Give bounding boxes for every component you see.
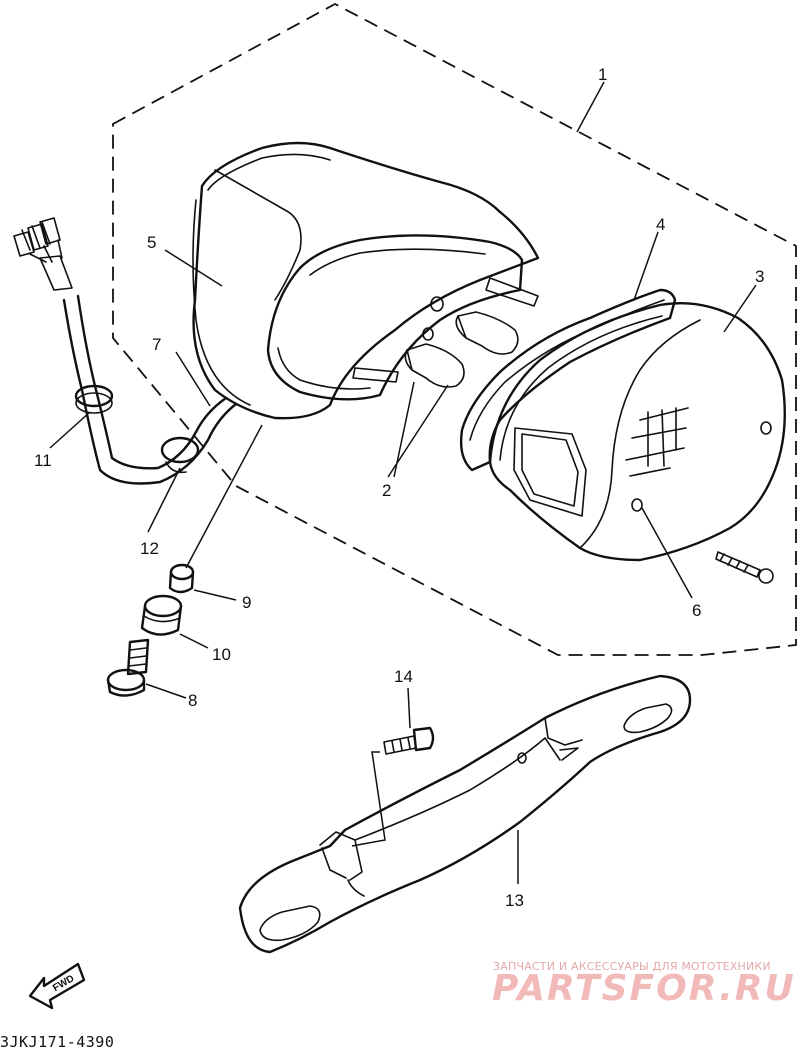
callout-3: 3 — [755, 267, 764, 286]
part-2-bulbs — [404, 311, 519, 388]
fwd-arrow-icon: FWD — [28, 962, 86, 1010]
part-3-lens — [488, 302, 786, 562]
wire-harness — [13, 217, 238, 485]
callout-labels: 1 2 3 4 5 6 7 8 9 10 11 12 13 14 — [34, 65, 764, 910]
part-11-grommet — [74, 384, 114, 408]
part-6-screw — [715, 551, 774, 584]
assembly-boundary — [112, 2, 797, 656]
part-10-damper — [140, 594, 183, 636]
callout-2: 2 — [382, 481, 391, 500]
callout-5: 5 — [147, 233, 156, 252]
callout-4: 4 — [656, 215, 665, 234]
watermark-brand: PARTSFOR.RU — [492, 968, 796, 1009]
callout-6: 6 — [692, 601, 701, 620]
watermark-tagline: ЗАПЧАСТИ И АКСЕССУАРЫ ДЛЯ МОТОТЕХНИКИ — [493, 960, 771, 973]
part-13-bracket — [238, 674, 692, 954]
part-8-bolt — [106, 638, 150, 697]
part-14-bolt — [383, 726, 435, 755]
callout-12: 12 — [140, 539, 159, 558]
callout-11: 11 — [34, 451, 52, 470]
callout-13: 13 — [505, 891, 524, 910]
part-12-clamp — [160, 436, 200, 464]
callout-8: 8 — [188, 691, 197, 710]
callout-9: 9 — [242, 593, 251, 612]
callout-10: 10 — [212, 645, 231, 664]
part-code: 3JKJ171-4390 — [0, 1033, 115, 1051]
part-5-housing — [192, 141, 540, 420]
callout-1: 1 — [598, 65, 607, 84]
callout-14: 14 — [394, 667, 413, 686]
part-9-collar — [168, 563, 195, 594]
leader-lines — [49, 81, 757, 884]
callout-7: 7 — [152, 335, 161, 354]
